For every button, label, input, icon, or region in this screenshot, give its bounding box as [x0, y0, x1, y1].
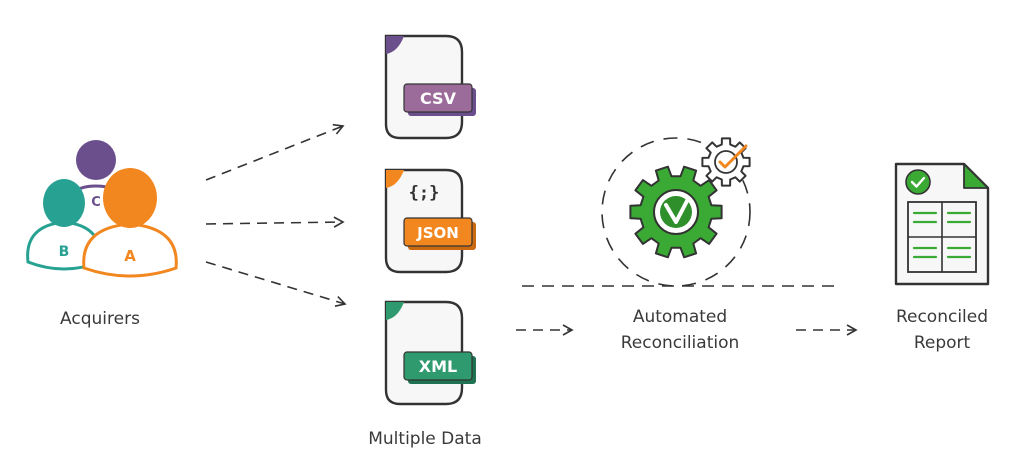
xml-file-icon: XML — [384, 300, 476, 406]
reconciled-report-icon — [894, 162, 990, 286]
multiple-data-label: Multiple Data — [368, 429, 482, 449]
json-badge-text: JSON — [416, 224, 459, 242]
csv-file-icon: CSV — [384, 34, 476, 140]
json-file-icon: {;} JSON — [384, 168, 476, 274]
csv-badge — [403, 83, 473, 113]
acquirer-arrows — [205, 123, 347, 307]
small-gear-check-mark — [718, 144, 748, 169]
acquirers-label: Acquirers — [60, 309, 140, 329]
report-check-icon — [905, 169, 931, 195]
arrow-to-xml — [205, 261, 347, 307]
person-a-icon: A — [82, 168, 178, 278]
person-b-icon: B — [26, 179, 102, 271]
reconciled-report-label: Reconciled Report — [872, 304, 1012, 356]
acquirers-group-icon: C B A — [26, 140, 178, 278]
json-braces-icon: {;} — [409, 183, 440, 203]
automated-reconciliation-line1: Automated — [632, 307, 728, 327]
arrow-to-csv — [205, 123, 345, 181]
automation-gear-icon — [601, 137, 751, 287]
arrow-to-json — [205, 216, 345, 228]
json-badge — [403, 217, 473, 247]
small-gear-icon — [701, 137, 751, 187]
person-b-letter: B — [59, 244, 70, 260]
automated-reconciliation-line2: Reconciliation — [620, 333, 740, 353]
big-gear-icon — [629, 165, 723, 259]
report-table-icon — [907, 201, 977, 273]
csv-badge-text: CSV — [420, 89, 457, 108]
xml-badge-text: XML — [419, 357, 457, 376]
person-c-letter: C — [91, 195, 101, 210]
xml-badge — [403, 351, 473, 381]
reconciled-report-line1: Reconciled — [895, 307, 989, 327]
automated-reconciliation-label: Automated Reconciliation — [590, 304, 770, 356]
reconciled-report-line2: Report — [913, 333, 971, 353]
gear-dashed-orbit — [601, 137, 751, 287]
person-a-letter: A — [124, 247, 136, 265]
logo-check-mark — [664, 199, 689, 224]
